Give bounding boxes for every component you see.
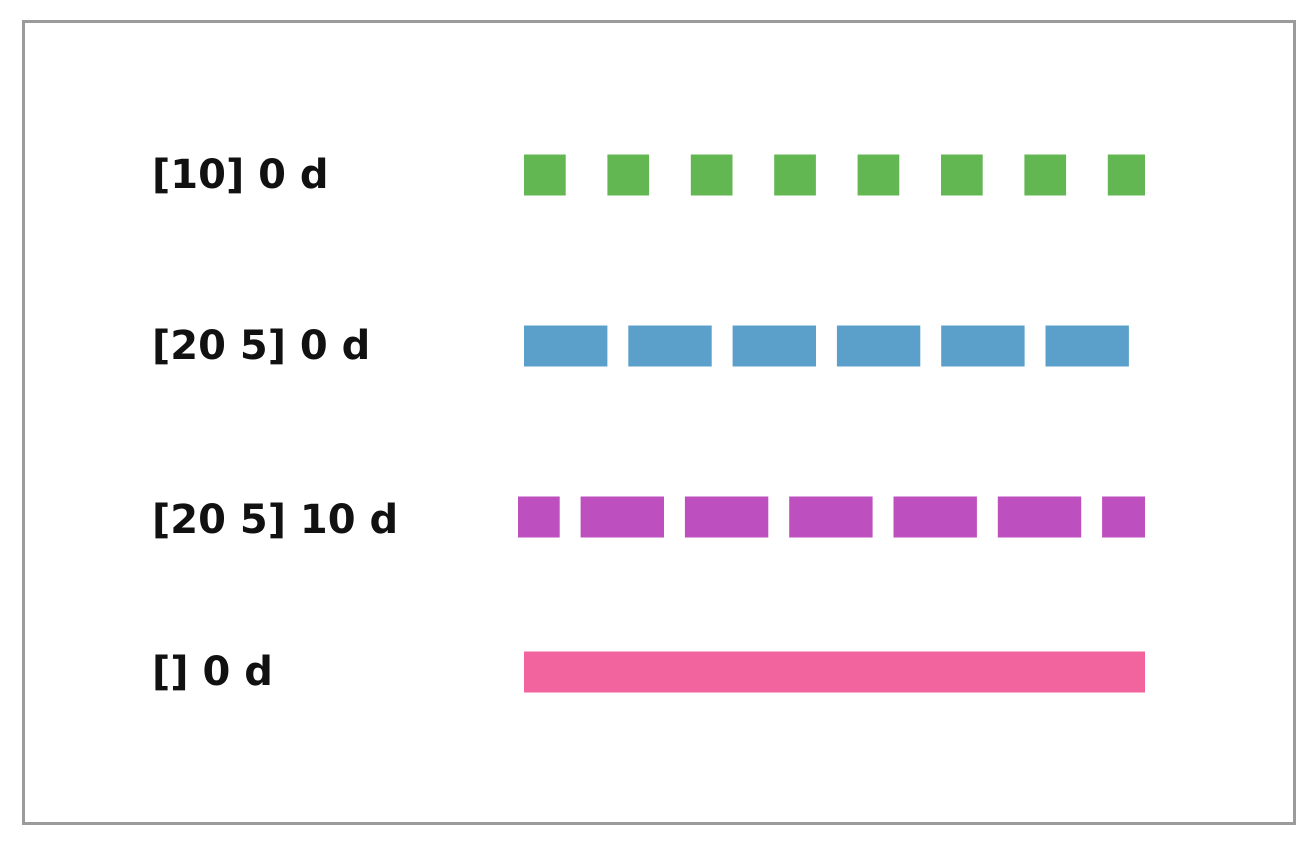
row-label-dash-20-5: [20 5] 0 d (152, 323, 371, 369)
row-label-dash-20-5-offset-10: [20 5] 10 d (152, 497, 399, 543)
row-label-solid: [] 0 d (152, 649, 273, 695)
row-label-dash-10: [10] 0 d (152, 152, 329, 198)
